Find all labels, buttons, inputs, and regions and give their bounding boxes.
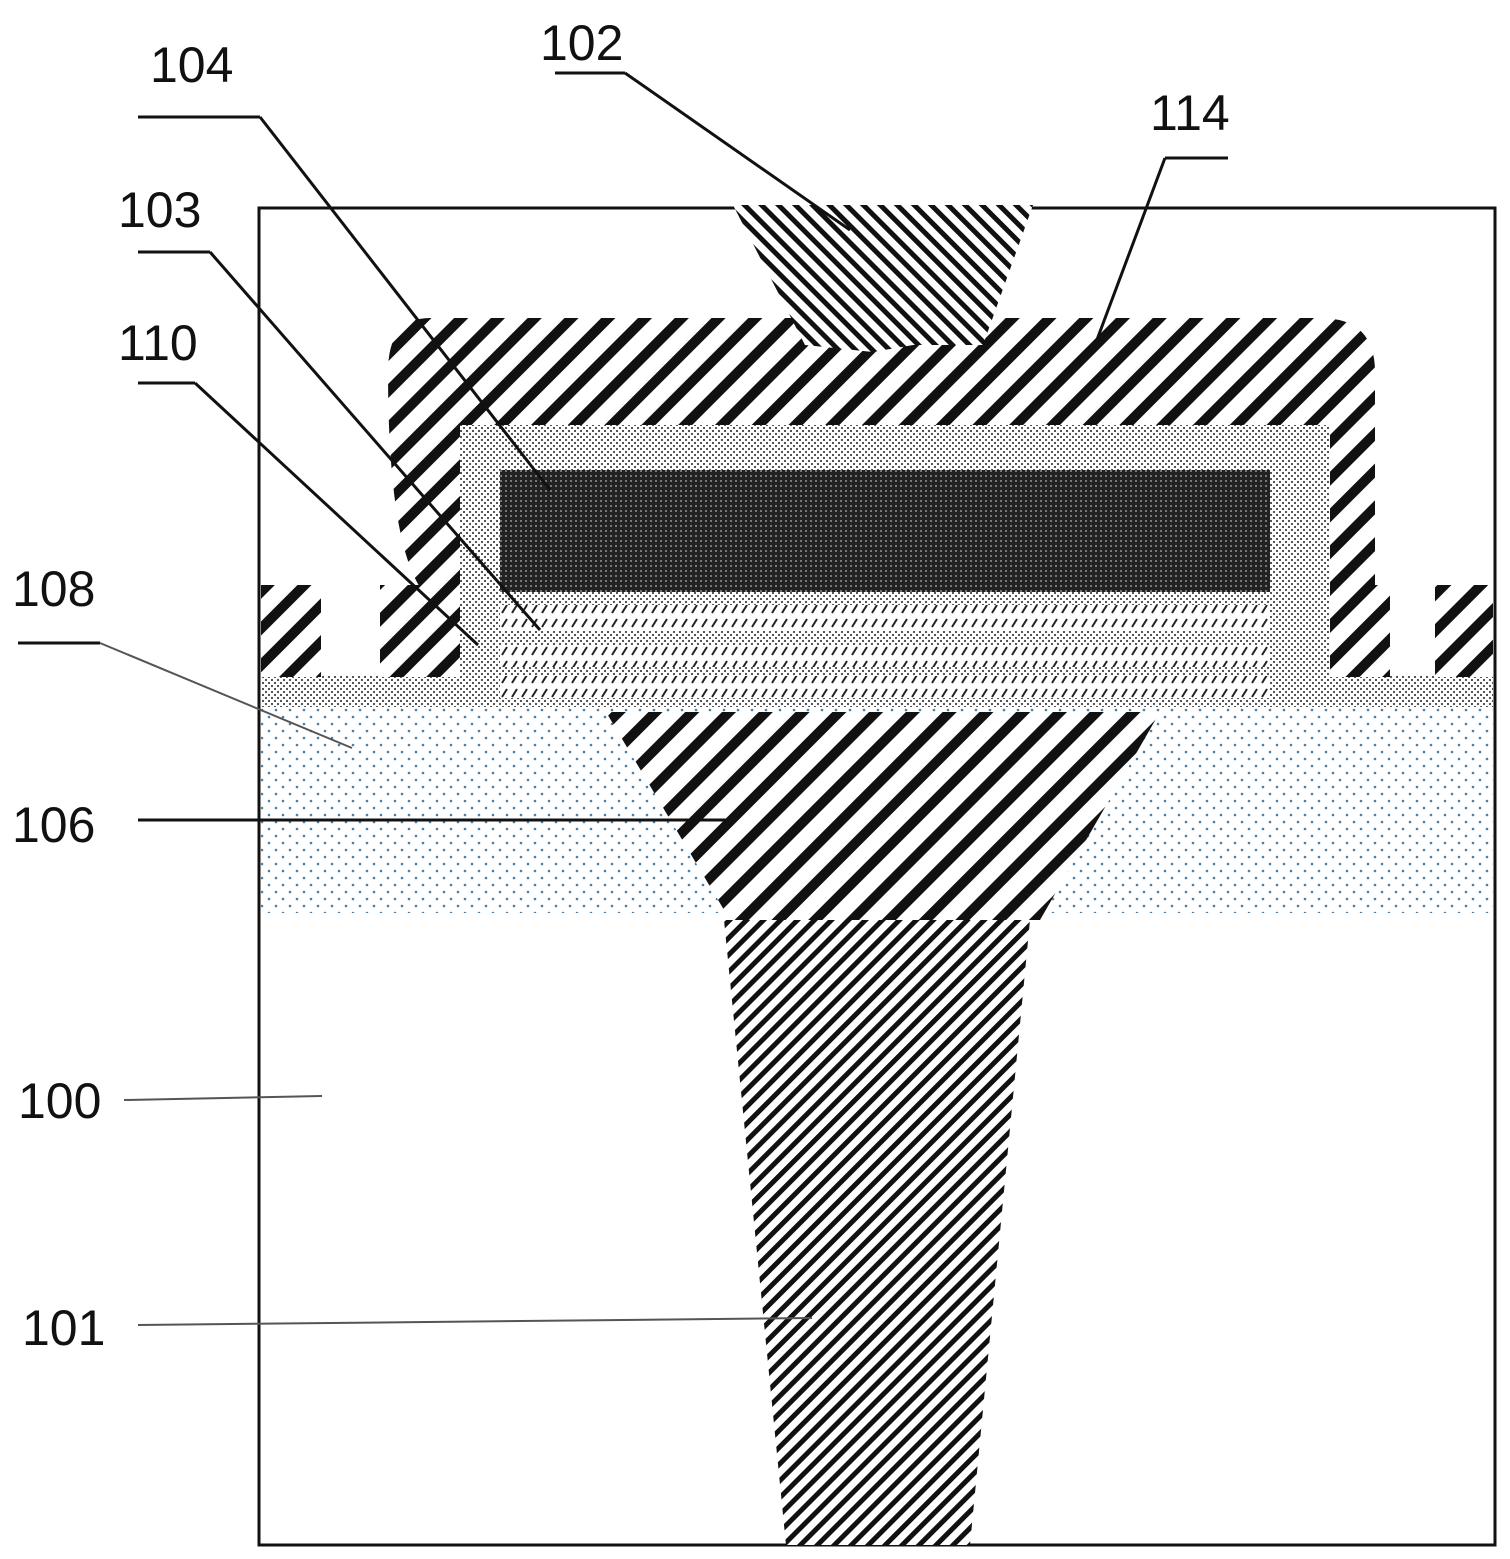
label-101: 101 xyxy=(22,1300,105,1356)
leader-110-diag xyxy=(193,381,480,647)
left-spacer-inner xyxy=(380,585,460,677)
dielectric-110-upper xyxy=(500,605,1270,631)
leader-114-diag xyxy=(1093,157,1167,346)
dielectric-110-lower xyxy=(500,676,1270,698)
plug-101 xyxy=(724,920,1030,1545)
left-spacer-outer xyxy=(261,585,321,677)
leader-104-diag xyxy=(258,116,552,491)
leader-108-diag xyxy=(99,642,353,749)
contact-102 xyxy=(733,205,1033,352)
label-104: 104 xyxy=(150,37,233,93)
dielectric-110-middle xyxy=(500,645,1270,667)
right-spacer-outer xyxy=(1435,585,1493,677)
label-100: 100 xyxy=(18,1073,101,1129)
leader-100 xyxy=(123,1095,323,1101)
leader-102-diag xyxy=(624,71,851,232)
leader-101 xyxy=(137,1317,813,1326)
label-110: 110 xyxy=(118,315,198,371)
leader-103-diag xyxy=(208,251,542,631)
label-102: 102 xyxy=(540,15,623,71)
label-114: 114 xyxy=(1150,85,1230,141)
label-108: 108 xyxy=(12,561,95,617)
gate-core-103 xyxy=(500,470,1270,592)
label-106: 106 xyxy=(12,797,95,853)
label-103: 103 xyxy=(118,182,201,238)
region-106 xyxy=(606,712,1160,920)
